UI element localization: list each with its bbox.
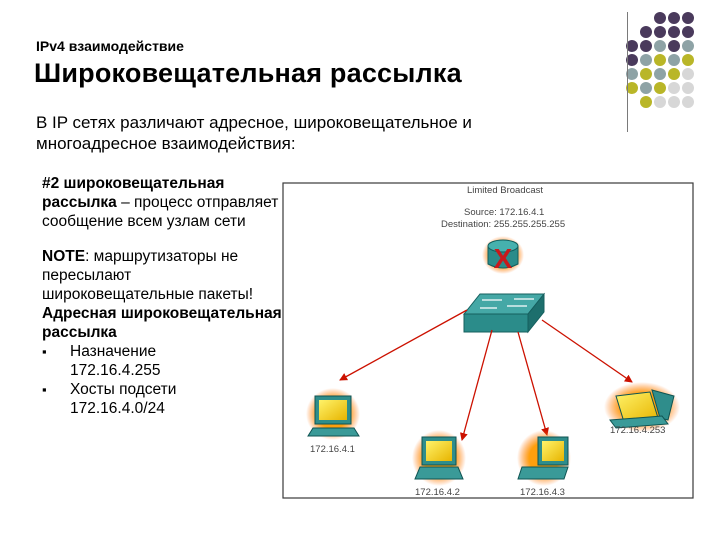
bullet-value: 172.16.4.255 [70, 362, 161, 379]
decorative-dot [640, 96, 652, 108]
bullet-label: Назначение [70, 343, 157, 360]
decorative-dot [654, 54, 666, 66]
decorative-dot [682, 12, 694, 24]
decorative-dot [626, 82, 638, 94]
intro-line-1: В IP сетях различают адресное, широковещ… [36, 113, 472, 132]
bullet-value: 172.16.4.0/24 [70, 400, 165, 417]
host-3-laptop-icon [517, 430, 571, 486]
host-4-address: 172.16.4.253 [610, 425, 665, 436]
intro-line-2: многоадресное взаимодействия: [36, 134, 296, 153]
host-1-computer-icon [306, 388, 360, 440]
decorative-dot [640, 26, 652, 38]
decorative-dot [640, 40, 652, 52]
decorative-dot [668, 12, 680, 24]
decorative-dot [640, 82, 652, 94]
decorative-dot [654, 26, 666, 38]
decorative-dot [626, 40, 638, 52]
directed-broadcast-list: Назначение 172.16.4.255 Хосты подсети 172.… [42, 342, 282, 418]
diagram-frame [282, 182, 694, 499]
decorative-dot [682, 40, 694, 52]
decorative-dot [682, 82, 694, 94]
intro-text: В IP сетях различают адресное, широковещ… [36, 112, 596, 154]
decorative-dot [640, 68, 652, 80]
decorative-dot-grid [626, 12, 694, 108]
host-3-address: 172.16.4.3 [520, 487, 565, 498]
host-2-address: 172.16.4.2 [415, 487, 460, 498]
note-text: : маршрутизаторы не пересылают широковещ… [42, 248, 254, 303]
vertical-divider [627, 12, 628, 132]
decorative-dot [668, 26, 680, 38]
decorative-dot [626, 54, 638, 66]
note-paragraph: NOTE: маршрутизаторы не пересылают широк… [42, 247, 282, 304]
decorative-dot [682, 68, 694, 80]
list-item: Назначение 172.16.4.255 [42, 342, 282, 380]
broadcast-arrows [339, 309, 633, 441]
decorative-dot [668, 68, 680, 80]
decorative-dot [654, 68, 666, 80]
section-subtitle: IPv4 взаимодействие [36, 38, 184, 54]
decorative-dot [654, 82, 666, 94]
decorative-dot [668, 40, 680, 52]
decorative-dot [654, 12, 666, 24]
decorative-dot [654, 40, 666, 52]
bullet-label: Хосты подсети [70, 381, 177, 398]
packet-destination: Destination: 255.255.255.255 [441, 219, 565, 230]
decorative-dot [682, 54, 694, 66]
diagram-title: Limited Broadcast [467, 185, 543, 196]
host-2-laptop-icon [412, 430, 466, 486]
host-4-laptop-icon [604, 382, 680, 432]
decorative-dot [668, 96, 680, 108]
decorative-dot [682, 26, 694, 38]
directed-broadcast-label: Адресная широковещательная рассылка [42, 305, 282, 341]
decorative-dot [682, 96, 694, 108]
note-label: NOTE [42, 248, 86, 265]
list-item: Хосты подсети 172.16.4.0/24 [42, 380, 282, 418]
switch-icon [462, 292, 546, 334]
page-title: Широковещательная рассылка [34, 58, 462, 88]
decorative-dot [640, 54, 652, 66]
host-1-address: 172.16.4.1 [310, 444, 355, 455]
broadcast-diagram: Limited Broadcast Source: 172.16.4.1 Des… [282, 182, 694, 499]
decorative-dot [668, 54, 680, 66]
broadcast-heading-rest: – процесс отправляет сообщение всем узла… [42, 194, 279, 230]
blocked-x-mark: X [494, 243, 513, 274]
decorative-dot [654, 96, 666, 108]
decorative-dot [626, 68, 638, 80]
broadcast-definition: #2 широковещательная рассылка – процесс … [42, 174, 282, 231]
packet-source: Source: 172.16.4.1 [464, 207, 544, 218]
router-icon [482, 236, 524, 274]
broadcast-heading: #2 широковещательная рассылка [42, 175, 225, 211]
decorative-dot [668, 82, 680, 94]
description-column: #2 широковещательная рассылка – процесс … [42, 174, 282, 418]
